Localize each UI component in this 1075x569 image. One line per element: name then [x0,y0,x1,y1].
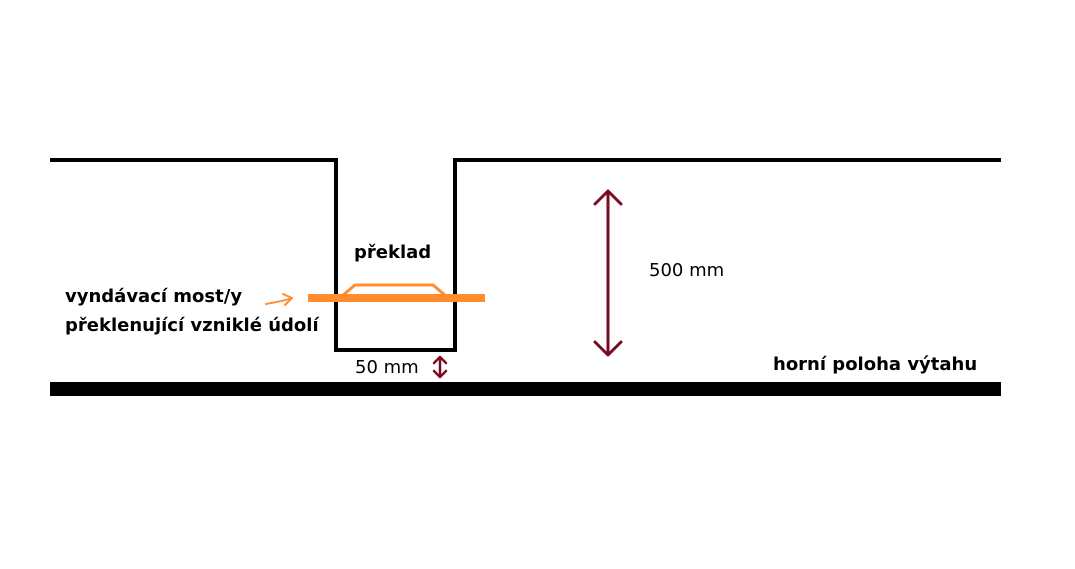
bridge-lintel-outline [341,283,447,298]
label-elevator-position: horní poloha výtahu [773,354,977,375]
label-preklad: překlad [354,242,431,263]
bridge-bar [308,294,485,302]
label-height-500: 500 mm [649,260,724,281]
double-arrow-vertical-icon [593,189,623,357]
arrow-right-icon [265,293,293,306]
label-bridge-line1: vyndávací most/y [65,286,242,307]
label-bridge-line2: překlenující vzniklé údolí [65,315,319,336]
gap-double-arrow-icon [432,355,448,379]
top-profile-line [50,158,1001,352]
removable-bridge [308,283,485,302]
elevator-top-line [50,382,1001,396]
label-gap-50: 50 mm [355,357,419,378]
